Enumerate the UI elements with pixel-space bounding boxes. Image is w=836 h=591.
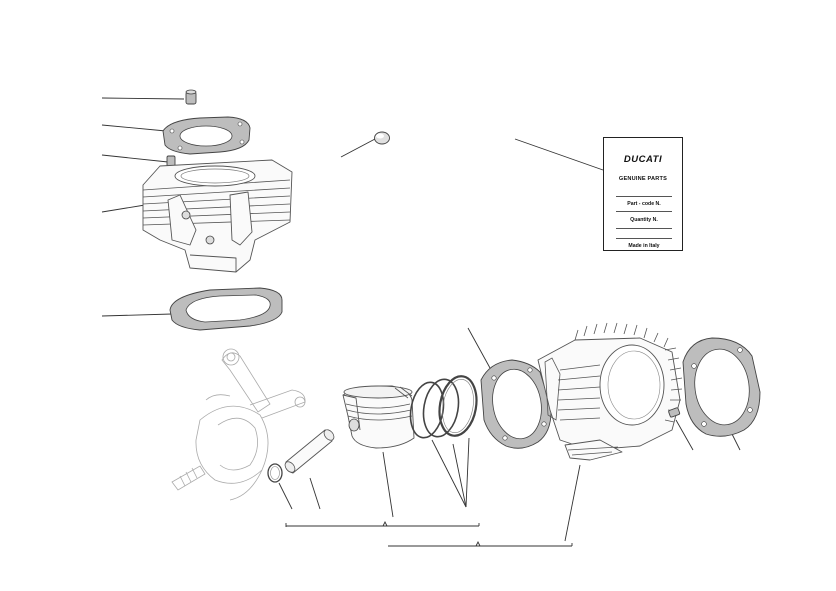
piston-rings: [409, 375, 478, 439]
cylinder-dowel-right: [668, 407, 681, 418]
piston: [342, 385, 415, 449]
head-gasket-top: [162, 116, 251, 155]
cylinder-right: [537, 322, 683, 461]
circlip: [267, 463, 283, 483]
label-row-quantity: Quantity N.: [616, 212, 672, 229]
small-plug: [374, 131, 390, 145]
top-dowel-bushing: [185, 89, 197, 105]
reference-brackets: [285, 520, 573, 547]
cylinder-upper: [142, 159, 293, 273]
label-row-blank: [616, 229, 672, 239]
base-gasket: [169, 287, 283, 331]
label-row-made-in: Made in Italy: [628, 243, 660, 249]
genuine-parts-label: DUCATI GENUINE PARTS Part - code N. Quan…: [603, 137, 683, 251]
gudgeon-pin: [284, 429, 335, 474]
cylinder-gasket-middle: [480, 359, 552, 449]
leader-lines: [101, 97, 741, 542]
label-row-part-code: Part - code N.: [616, 197, 672, 212]
head-gasket-right: [682, 337, 761, 437]
label-table: Part - code N. Quantity N. Made in Italy: [616, 196, 672, 253]
crankshaft: [171, 348, 306, 501]
brand-logo: DUCATI: [623, 154, 663, 165]
label-subtitle: GENUINE PARTS: [618, 176, 668, 182]
small-dowel: [166, 155, 176, 167]
